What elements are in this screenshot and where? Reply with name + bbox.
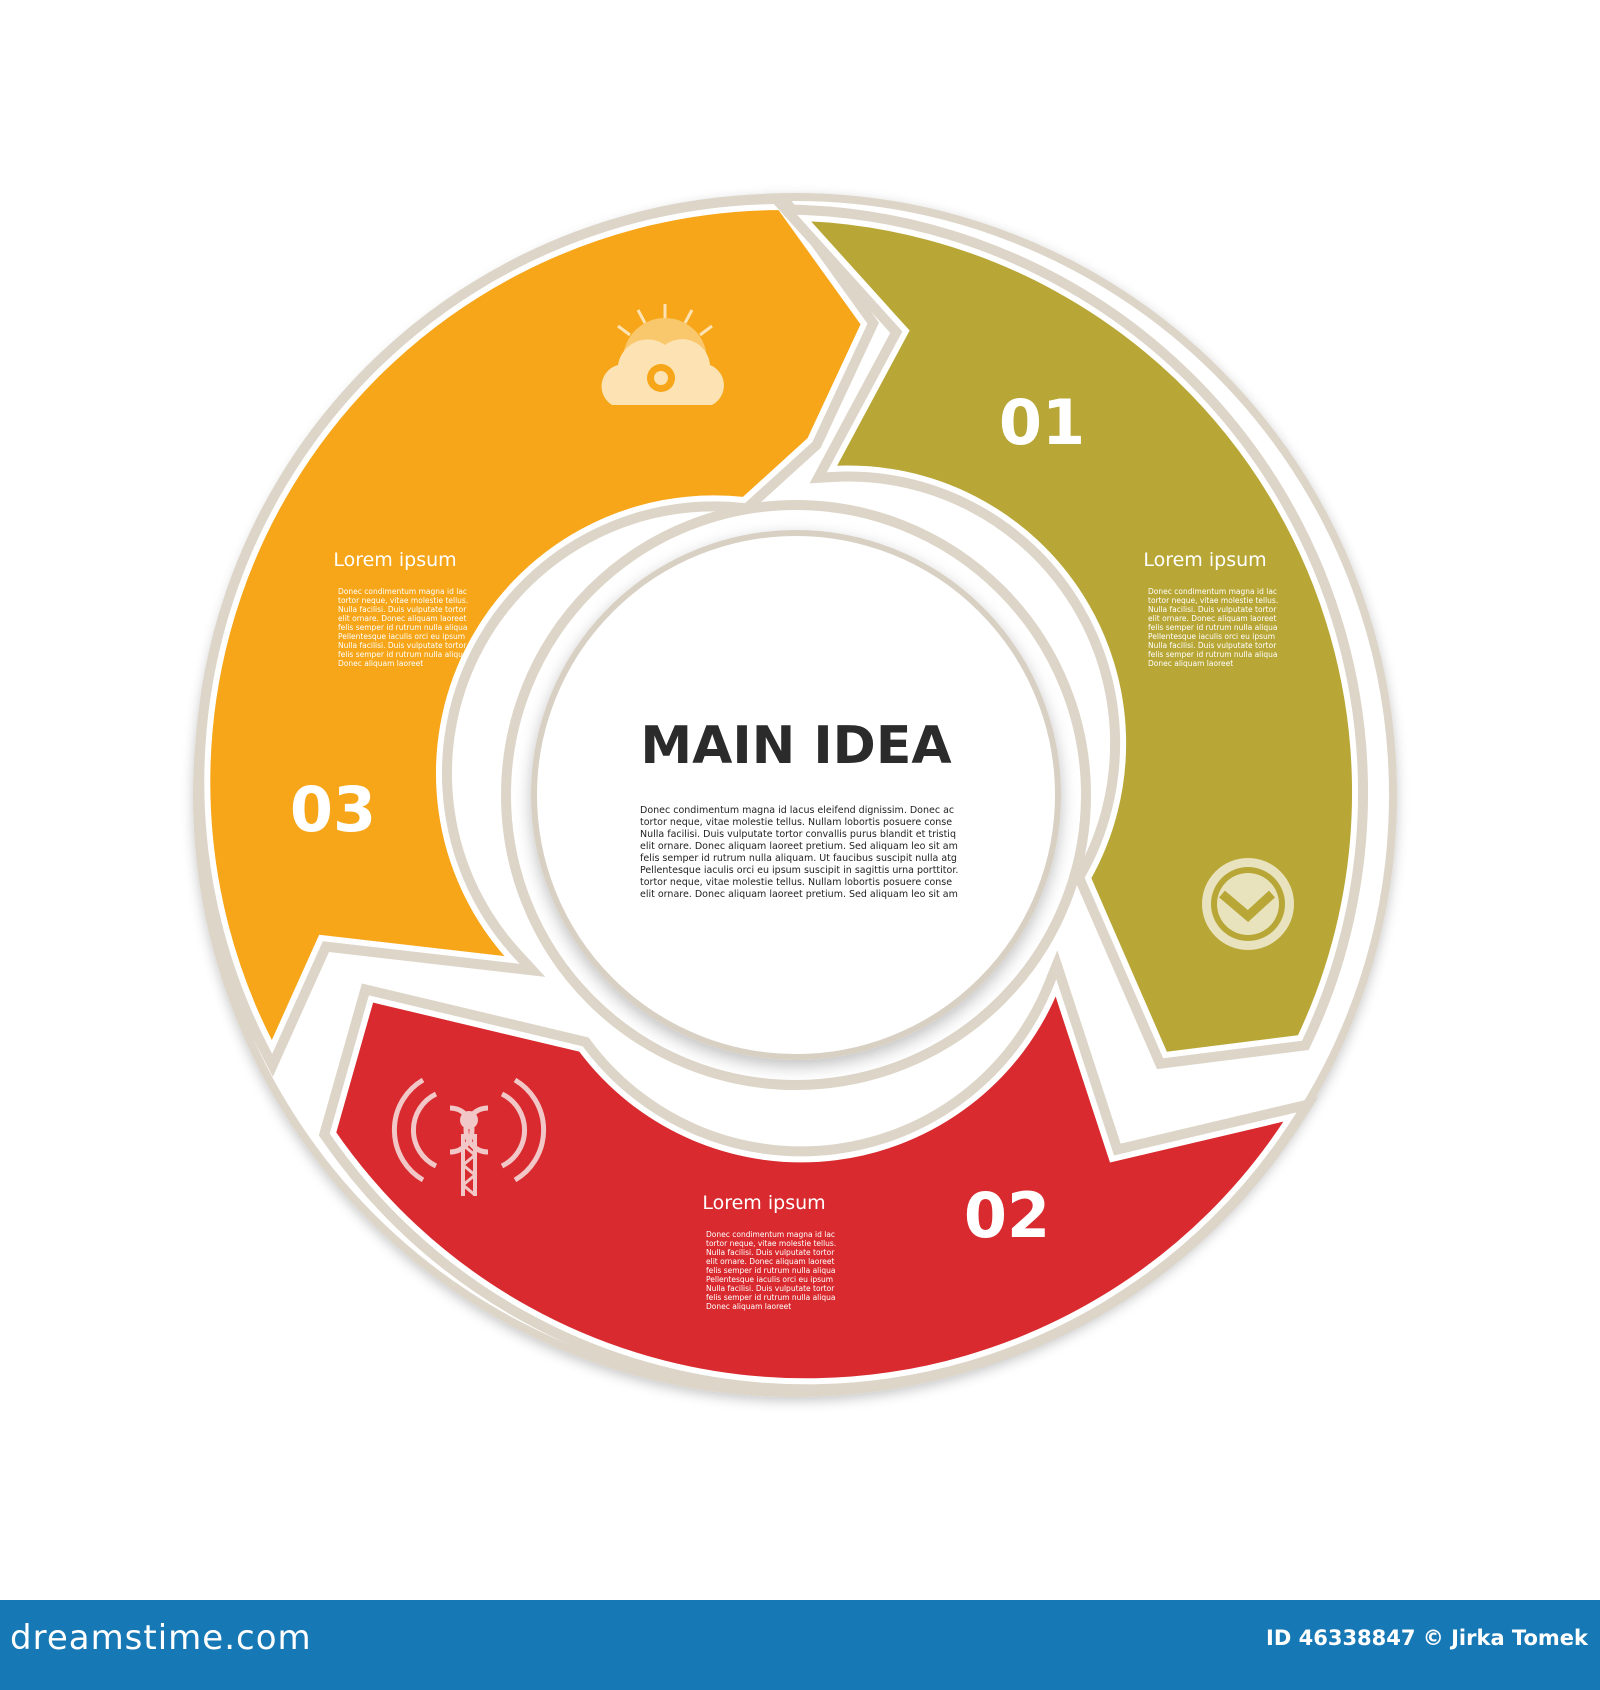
segment-03-body-line: felis semper id rutrum nulla aliqua	[338, 650, 467, 659]
segment-01-body-line: elit ornare. Donec aliquam laoreet	[1148, 614, 1277, 623]
segment-03-body-line: tortor neque, vitae molestie tellus.	[338, 596, 468, 605]
segment-01-body-line: felis semper id rutrum nulla aliqua	[1148, 650, 1277, 659]
segment-03-body-line: Nulla facilisi. Duis vulputate tortor	[338, 605, 467, 614]
segment-03-body-line: elit ornare. Donec aliquam laoreet	[338, 614, 467, 623]
segment-03-body-line: Donec condimentum magna id lac	[338, 587, 467, 596]
segment-01-number: 01	[999, 386, 1085, 459]
segment-03-body-line: Donec aliquam laoreet	[338, 659, 423, 668]
center-body-line: Pellentesque iaculis orci eu ipsum susci…	[640, 865, 958, 876]
segment-02-body-line: Donec condimentum magna id lac	[706, 1230, 835, 1239]
segment-03-body-line: felis semper id rutrum nulla aliqua	[338, 623, 467, 632]
center-body-line: Nulla facilisi. Duis vulputate tortor co…	[640, 829, 956, 840]
clock-icon	[1202, 858, 1294, 950]
center-body: Donec condimentum magna id lacus eleifen…	[640, 805, 958, 900]
segment-03-body-line: Nulla facilisi. Duis vulputate tortor	[338, 641, 467, 650]
center-body-line: elit ornare. Donec aliquam laoreet preti…	[640, 889, 958, 900]
segment-03-body: Donec condimentum magna id lac tortor ne…	[338, 587, 468, 668]
segment-01	[773, 203, 1369, 1070]
segment-03	[194, 193, 879, 1077]
segment-01-body-line: tortor neque, vitae molestie tellus.	[1148, 596, 1278, 605]
sun-cloud-icon	[601, 304, 724, 405]
segment-03-fill	[204, 203, 868, 1054]
footer-bar: dreamstime.com ID 46338847 © Jirka Tomek	[0, 1600, 1600, 1690]
segment-02-body-line: felis semper id rutrum nulla aliqua	[706, 1293, 835, 1302]
segment-03-heading: Lorem ipsum	[333, 549, 456, 571]
segment-02-fill	[329, 979, 1297, 1385]
antenna-tower-icon	[391, 1077, 547, 1197]
segment-01-fill	[796, 214, 1359, 1059]
image-credit: ID 46338847 © Jirka Tomek	[1266, 1626, 1588, 1650]
segment-02-body-line: Nulla facilisi. Duis vulputate tortor	[706, 1284, 835, 1293]
segment-01-body: Donec condimentum magna id lac tortor ne…	[1148, 587, 1278, 668]
main-idea-title: MAIN IDEA	[640, 716, 951, 776]
segment-02-body: Donec condimentum magna id lac tortor ne…	[706, 1230, 836, 1311]
brand-logo[interactable]: dreamstime.com	[10, 1618, 312, 1658]
segment-01-body-line: Nulla facilisi. Duis vulputate tortor	[1148, 605, 1277, 614]
segment-01-heading: Lorem ipsum	[1143, 549, 1266, 571]
segment-02-body-line: tortor neque, vitae molestie tellus.	[706, 1239, 836, 1248]
center-disc	[531, 530, 1061, 1060]
segment-01-body-line: Pellentesque iaculis orci eu ipsum	[1148, 632, 1275, 641]
segment-02-body-line: Donec aliquam laoreet	[706, 1302, 791, 1311]
segment-03-number: 03	[290, 773, 376, 846]
center-body-line: Donec condimentum magna id lacus eleifen…	[640, 805, 954, 816]
segment-02-body-line: Nulla facilisi. Duis vulputate tortor	[706, 1248, 835, 1257]
segment-02-heading: Lorem ipsum	[702, 1192, 825, 1214]
segment-03-body-line: Pellentesque iaculis orci eu ipsum	[338, 632, 465, 641]
center-body-line: elit ornare. Donec aliquam laoreet preti…	[640, 841, 958, 852]
segment-02-body-line: elit ornare. Donec aliquam laoreet	[706, 1257, 835, 1266]
segment-02-body-line: Pellentesque iaculis orci eu ipsum	[706, 1275, 833, 1284]
center-body-line: tortor neque, vitae molestie tellus. Nul…	[640, 817, 952, 828]
segment-01-body-line: Donec aliquam laoreet	[1148, 659, 1233, 668]
center-body-line: tortor neque, vitae molestie tellus. Nul…	[640, 877, 952, 888]
segment-02-number: 02	[964, 1179, 1050, 1252]
segment-02	[318, 950, 1319, 1395]
segment-01-body-line: Donec condimentum magna id lac	[1148, 587, 1277, 596]
center-body-line: felis semper id rutrum nulla aliquam. Ut…	[640, 853, 957, 864]
segment-01-body-line: felis semper id rutrum nulla aliqua	[1148, 623, 1277, 632]
segment-02-body-line: felis semper id rutrum nulla aliqua	[706, 1266, 835, 1275]
segment-01-body-line: Nulla facilisi. Duis vulputate tortor	[1148, 641, 1277, 650]
